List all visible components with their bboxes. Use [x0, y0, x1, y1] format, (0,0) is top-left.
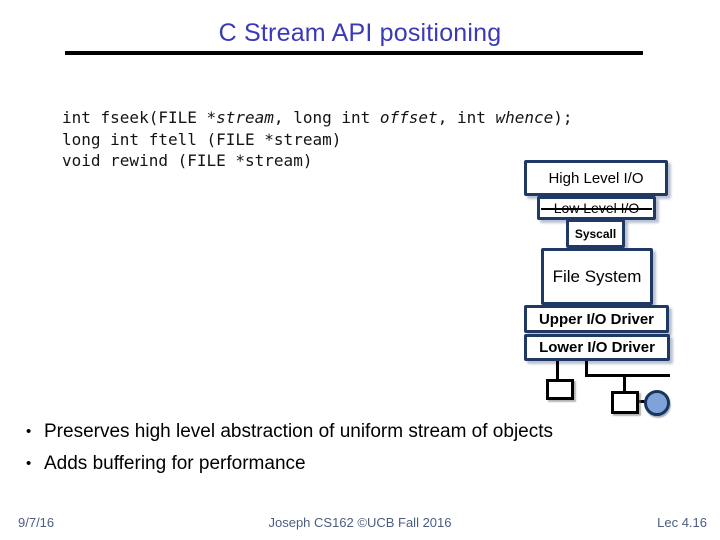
layer-box-high-level-io: High Level I/O: [524, 160, 668, 196]
layer-box-file-system: File System: [541, 248, 653, 305]
bullet-dot: •: [26, 423, 32, 440]
connector-line-right: [585, 361, 588, 376]
bullet-dot: •: [26, 455, 32, 472]
layer-label: Lower I/O Driver: [539, 339, 655, 356]
code-line-1: int fseek(FILE *stream, long int offset,…: [62, 108, 573, 127]
title-underline: [65, 51, 643, 55]
code-param-stream: stream: [216, 108, 274, 127]
connector-bus-line: [585, 374, 670, 377]
device-circle: [644, 390, 670, 416]
footer-course-credit: Joseph CS162 ©UCB Fall 2016: [268, 515, 452, 530]
code-text: );: [553, 108, 573, 127]
bullet-text: Preserves high level abstraction of unif…: [44, 421, 554, 442]
code-line-3: void rewind (FILE *stream): [62, 151, 313, 170]
strike-line: [541, 208, 652, 210]
code-param-whence: whence: [495, 108, 554, 127]
code-line-2: long int ftell (FILE *stream): [62, 129, 342, 149]
footer-lecture-number: Lec 4.16: [657, 515, 707, 530]
footer: 9/7/16 Joseph CS162 ©UCB Fall 2016 Lec 4…: [0, 515, 720, 535]
bullet-text: Adds buffering for performance: [44, 453, 306, 474]
bullet-item: • Adds buffering for performance: [26, 452, 706, 475]
layer-box-syscall: Syscall: [566, 219, 625, 248]
footer-date: 9/7/16: [18, 515, 55, 530]
code-text: , long int: [273, 108, 380, 127]
connector-line-drop: [623, 377, 626, 392]
device-square-2: [611, 391, 639, 414]
code-block: int fseek(FILE *stream, long int offset,…: [62, 107, 573, 172]
page-title: C Stream API positioning: [218, 19, 502, 47]
code-param-offset: offset: [379, 108, 438, 127]
bullet-item: • Preserves high level abstraction of un…: [26, 420, 706, 443]
connector-line-to-device: [637, 400, 647, 403]
code-text: , int: [437, 108, 496, 127]
layer-box-low-level-io: Low Level I/O: [537, 196, 656, 220]
layer-box-upper-io-driver: Upper I/O Driver: [524, 305, 669, 333]
layer-label: Syscall: [574, 226, 617, 241]
connector-line-left: [556, 361, 559, 379]
layer-label: High Level I/O: [548, 169, 644, 187]
layer-label: File System: [552, 266, 642, 286]
layer-label: Upper I/O Driver: [538, 310, 655, 328]
bullet-list: • Preserves high level abstraction of un…: [26, 420, 706, 484]
layer-box-lower-io-driver: Lower I/O Driver: [524, 334, 670, 361]
code-text: int fseek(FILE *: [62, 108, 217, 127]
device-square-1: [546, 379, 574, 400]
